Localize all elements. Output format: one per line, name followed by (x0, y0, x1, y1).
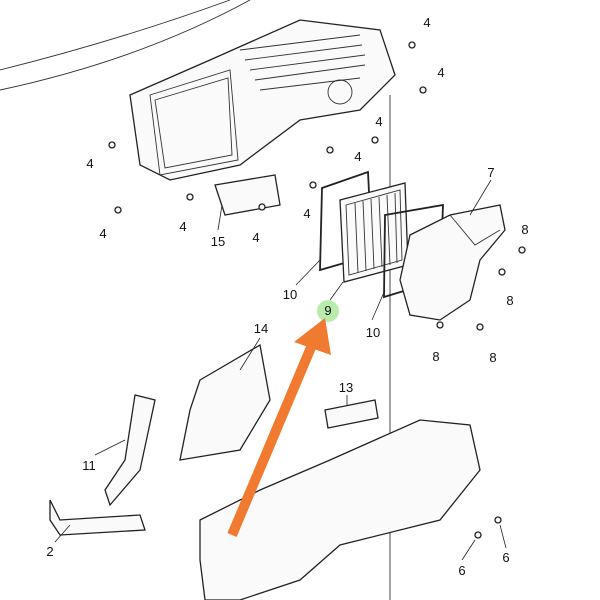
label-14: 14 (254, 321, 268, 336)
label-9-highlighted: 9 (324, 303, 331, 318)
label-15: 15 (211, 234, 225, 249)
body-outline-inner (0, 0, 251, 91)
label-6: 6 (502, 550, 509, 565)
label-4: 4 (86, 156, 93, 171)
label-4: 4 (252, 230, 259, 245)
panel-14 (179, 343, 271, 461)
lower-cover (199, 419, 481, 600)
part-2 (49, 499, 146, 536)
air-box-housing (129, 19, 396, 216)
panel-11 (104, 394, 156, 507)
orange-pointer-arrow (227, 318, 331, 537)
label-8: 8 (432, 349, 439, 364)
label-10: 10 (283, 287, 297, 302)
label-4: 4 (179, 219, 186, 234)
label-4: 4 (99, 226, 106, 241)
part-13 (324, 399, 379, 429)
body-outline (0, 0, 231, 71)
highlight-circle (317, 300, 339, 322)
label-6: 6 (458, 563, 465, 578)
label-4: 4 (303, 206, 310, 221)
part-labels: 4 4 4 4 4 4 4 4 4 15 7 8 8 8 8 10 10 9 1… (46, 15, 528, 578)
label-8: 8 (521, 222, 528, 237)
label-4: 4 (423, 15, 430, 30)
label-8: 8 (489, 350, 496, 365)
label-4: 4 (354, 149, 361, 164)
label-4: 4 (437, 65, 444, 80)
label-11: 11 (82, 458, 96, 473)
label-8: 8 (506, 293, 513, 308)
air-box-cover (399, 204, 506, 321)
label-10: 10 (366, 325, 380, 340)
air-filter-element (339, 182, 409, 283)
label-2: 2 (46, 544, 53, 559)
label-4: 4 (375, 114, 382, 129)
label-13: 13 (339, 380, 353, 395)
bolts (108, 41, 526, 539)
label-7: 7 (487, 165, 494, 180)
leader-lines (54, 179, 507, 561)
